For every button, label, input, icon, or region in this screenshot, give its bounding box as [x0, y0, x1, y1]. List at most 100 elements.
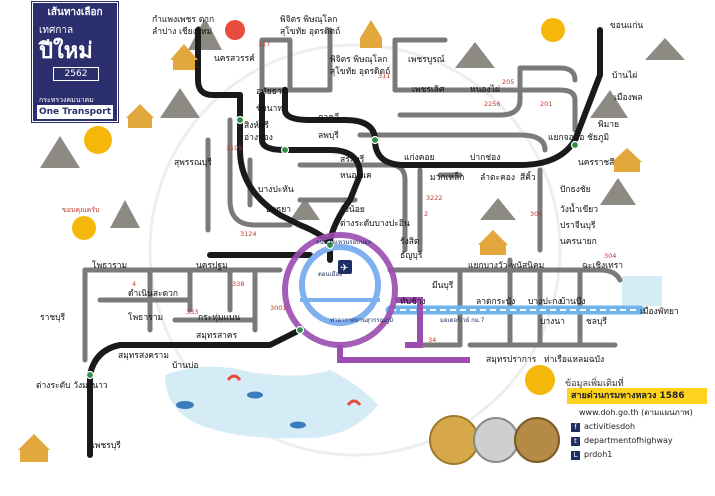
inner-ring [299, 244, 381, 326]
twitter-icon: t [571, 437, 580, 446]
label-sukhothai1: สุโขทัย อุตรดิตถ์ [280, 26, 340, 37]
label-bangpae: โพธาราม [92, 260, 127, 271]
badge-brand: One Transport [37, 105, 113, 119]
badge-top: เส้นทางเลือก [47, 7, 103, 18]
label-chaiyaphum: แยกจอหอ ชัยภูมิ [548, 133, 609, 143]
label-mueangphon: เมืองพล [614, 92, 643, 103]
route-311: 2 [424, 210, 428, 218]
label-wangnoi: วังน้อย [340, 204, 365, 215]
route-325: 4 [132, 280, 136, 288]
label-donmueang: ดอนเมือง [318, 270, 342, 278]
mountain-decoration [40, 18, 685, 228]
label-samutprakan: สมุทรปราการ [486, 355, 537, 365]
label-kaengkhoi: แก่งคอย [404, 153, 435, 163]
label-phetlert: เพชรเลิศ [412, 85, 445, 95]
facebook-link[interactable]: f activitiesdoh [571, 422, 635, 432]
label-pakchong: ปากช่อง [470, 153, 500, 163]
label-lamtakhong: ลำตะคอง [480, 173, 515, 183]
airport-icon: ✈ [338, 260, 352, 274]
facebook-handle: activitiesdoh [584, 422, 636, 431]
label-suvarnabhumi: ท่าอากาศยานสุวรรณภูมิ [330, 317, 393, 324]
route-21: 311 [378, 72, 390, 80]
label-nakhonsawan: นครสวรรค์ [214, 53, 255, 64]
label-bangpain: ต่างระดับบางปะอิน [340, 219, 410, 229]
label-lampang: ลำปาง เชียงใหม่ [152, 26, 212, 37]
badge-title: ปีใหม่ [39, 39, 93, 64]
label-wangmanao: ต่างระดับ วังมะนาว [36, 381, 108, 391]
route-3124: 3124 [240, 230, 257, 238]
label-muaklek: มวกเหล็ก [430, 171, 464, 183]
label-khonkaen: ขอนแก่น [610, 21, 643, 31]
route-333: 333 [186, 308, 198, 316]
label-pakthongchai: ปักธงชัย [560, 185, 591, 195]
label-latkrabang: ลาดกระบัง [476, 297, 515, 307]
label-photharam: โพธาราม [128, 312, 163, 323]
mascot-icon [72, 18, 565, 395]
route-304b: 304 [604, 252, 616, 260]
route-201: 201 [540, 100, 552, 108]
route-3195: 3195 [226, 144, 243, 152]
label-wangnamkhiao: วังน้ำเขียว [560, 203, 598, 215]
label-ratchaburi: ราชบุรี [40, 312, 66, 323]
route-205: 205 [502, 78, 514, 86]
facebook-icon: f [571, 423, 580, 432]
label-nakhonnayok: นครนายก [560, 237, 597, 247]
route-338: 338 [232, 280, 244, 288]
mascot-sign: ขอบคุณครับ [62, 206, 100, 214]
new-year-badge: เส้นทางเลือก เทศกาล ปีใหม่ 2562 กระทรวงค… [32, 2, 118, 122]
label-sikhio: สีคิ้ว [520, 171, 536, 183]
label-chonburi: ชลบุรี [586, 316, 607, 327]
label-saraburi: สระบุรี [340, 154, 365, 165]
label-motorway: มอเตอร์เวย์ กม.7 [440, 316, 485, 324]
website-link[interactable]: www.doh.go.th (ตามแผนภาพ) [579, 408, 693, 417]
watermark-seal [148, 43, 562, 457]
label-suphan: สุพรรณบุรี [174, 157, 212, 168]
label-bangpakong: บางปะกง [528, 297, 562, 307]
sea-life-decoration [176, 374, 362, 429]
temple-icon [18, 20, 642, 462]
badge-year: 2562 [53, 67, 99, 81]
route-2256: 2256 [484, 100, 501, 108]
label-samutsakhon: สมุทรสาคร [196, 331, 238, 341]
label-ayutthaya: อยุธยา [266, 205, 291, 215]
info-panel: ข้อมูลเพิ่มเติมที่ สายด่วนกรมทางหลวง 158… [565, 376, 711, 488]
label-bangpahan: บางปะหัน [258, 185, 294, 195]
label-tapchang: ทับช้าง [400, 296, 426, 307]
label-pattaya: เมืองพัทยา [640, 306, 679, 317]
svg-text:✈: ✈ [340, 263, 348, 274]
label-bangwua: แยกบางวัว-พนัสนิคม [468, 261, 544, 271]
place-labels: กำแพงเพชร ตาก ลำปาง เชียงใหม่ พิจิตร พิษ… [36, 14, 679, 451]
station-markers [85, 115, 580, 380]
center-labels: ถนนวงแหวนรอบนอก ดอนเมือง ท่าอากาศยานสุวร… [316, 239, 485, 324]
commemorative-coins [429, 415, 560, 465]
label-tak: กำแพงเพชร ตาก [152, 15, 214, 25]
label-phichit2: พิจิตร พิษณุโลก [330, 54, 387, 65]
label-prachin: ปราจีนบุรี [560, 220, 596, 231]
label-phetchabun: เพชรบูรณ์ [408, 54, 445, 65]
label-banphai: บ้านไผ่ [612, 70, 637, 81]
label-sukhothai2: สุโขทัย อุตรดิตถ์ [330, 66, 390, 77]
route-34: 34 [428, 336, 436, 344]
label-phichit1: พิจิตร พิษณุโลก [280, 14, 337, 25]
outer-ring-road [282, 232, 470, 363]
label-minburi: มีนบุรี [432, 280, 454, 291]
label-phetchaburi: เพชรบุรี [92, 440, 121, 451]
label-chachoengsao: ฉะเชิงเทรา [582, 261, 623, 271]
label-uthai: อุทัยธานี [256, 86, 288, 97]
route-3222: 3222 [426, 194, 443, 202]
label-nakhonpathom: นครปฐม [196, 261, 228, 271]
label-damnoen: ดำเนินสะดวก [128, 289, 178, 299]
label-nonghin: หนองแค [340, 171, 372, 181]
route-304: 304 [530, 210, 542, 218]
label-banbueng: บ้านบึง [560, 296, 586, 307]
label-singburi: สิงห์บุรี [244, 120, 269, 131]
label-chainat: ชัยนาท [256, 104, 283, 114]
route-117: 117 [258, 40, 270, 48]
label-takfa: ตาคลี [318, 112, 339, 123]
label-banbo: บ้านบ่อ [172, 360, 198, 371]
route-numbers: 117 311 2256 201 205 3195 3222 2 304 312… [132, 40, 616, 344]
